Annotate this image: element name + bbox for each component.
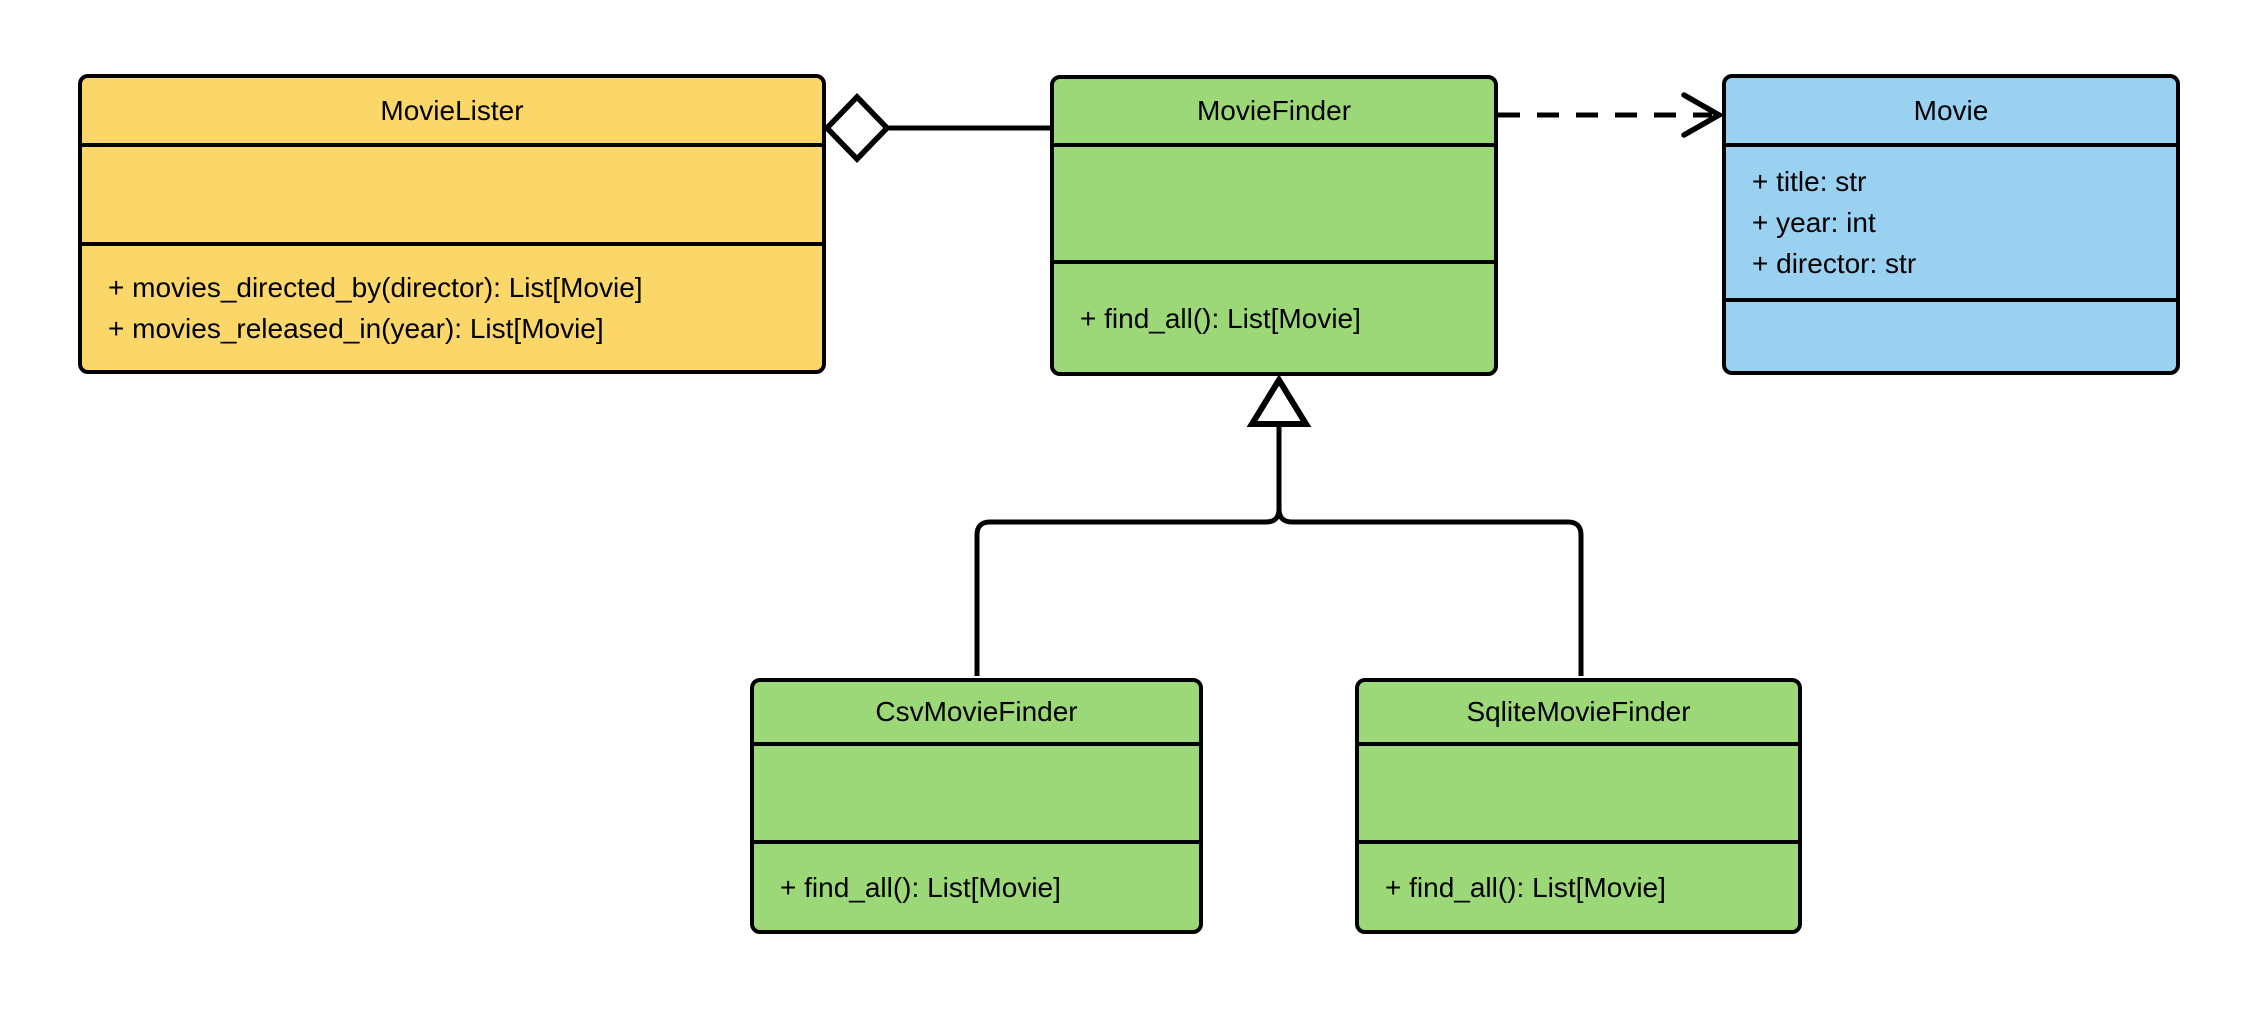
method-text: + find_all(): List[Movie] (1080, 302, 1361, 334)
attribute-text: + director: str (1752, 248, 1917, 279)
class-sqlitemoviefinder: SqliteMovieFinder + find_all(): List[Mov… (1355, 678, 1802, 934)
class-movie: Movie + title: str + year: int + directo… (1722, 74, 2180, 375)
class-movielister: MovieLister + movies_directed_by(directo… (78, 74, 826, 374)
class-title: MovieLister (380, 94, 524, 126)
class-title: CsvMovieFinder (875, 696, 1078, 727)
attributes-section (1054, 143, 1494, 260)
class-title: MovieFinder (1196, 95, 1352, 126)
method-text: + movies_released_in(year): List[Movie] (108, 313, 604, 344)
methods-section: + find_all(): List[Movie] (1054, 260, 1494, 372)
methods-section: + find_all(): List[Movie] (1359, 840, 1798, 930)
class-moviefinder: MovieFinder + find_all(): List[Movie] (1050, 75, 1498, 376)
method-text: + find_all(): List[Movie] (780, 871, 1061, 903)
dependency-moviefinder-movie (1498, 92, 1725, 138)
methods-section (1726, 298, 2176, 371)
method-text: + movies_directed_by(director): List[Mov… (108, 272, 643, 303)
attributes-section: + title: str + year: int + director: str (1726, 143, 2176, 298)
attributes-section (754, 742, 1199, 840)
methods-section: + movies_directed_by(director): List[Mov… (82, 242, 822, 370)
class-title: Movie (1913, 94, 1989, 126)
attributes-section (82, 143, 822, 242)
attribute-text: + year: int (1752, 207, 1876, 238)
hollow-diamond-marker (823, 93, 891, 163)
attributes-section (1359, 742, 1798, 840)
method-text: + find_all(): List[Movie] (1385, 871, 1666, 903)
open-arrowhead-marker (1681, 92, 1725, 138)
attribute-text: + title: str (1752, 166, 1867, 197)
class-csvmoviefinder: CsvMovieFinder + find_all(): List[Movie] (750, 678, 1203, 934)
aggregation-movielister-moviefinder (823, 93, 1052, 163)
class-title: SqliteMovieFinder (1466, 696, 1691, 727)
methods-section: + find_all(): List[Movie] (754, 840, 1199, 930)
hollow-triangle-marker (1246, 374, 1312, 427)
generalization-tree (974, 374, 1584, 676)
